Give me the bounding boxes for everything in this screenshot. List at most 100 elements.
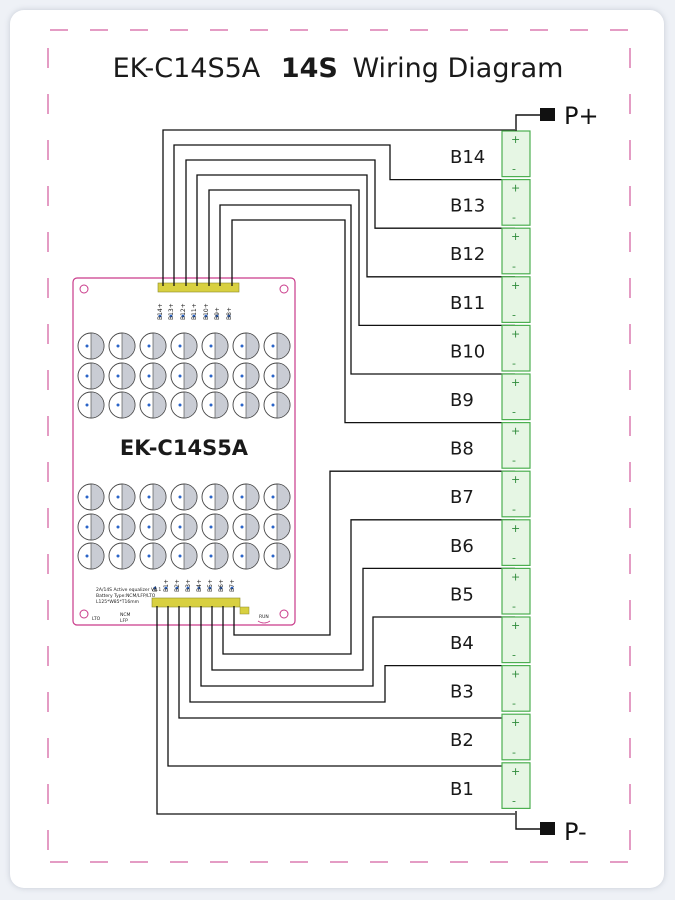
balance-wire <box>219 204 515 375</box>
battery-cell <box>501 422 531 469</box>
balance-wire <box>208 189 515 327</box>
top-pin-label: B13+ <box>168 303 175 320</box>
battery-label: B10 <box>450 341 485 362</box>
battery-minus-sign: - <box>512 406 516 419</box>
negative-terminal: P- <box>515 811 587 846</box>
top-pin-label: B14+ <box>157 303 164 320</box>
board-tag-run: RUN <box>259 614 269 620</box>
capacitor-stripe <box>90 483 105 511</box>
battery-plus-sign: + <box>511 182 520 195</box>
capacitor-marker <box>147 525 151 529</box>
battery-plus-sign: + <box>511 279 520 292</box>
battery-cell <box>501 227 531 275</box>
capacitor-marker <box>147 554 151 558</box>
battery-cell <box>501 179 531 226</box>
capacitor-marker <box>271 495 275 499</box>
battery-minus-sign: - <box>512 308 516 321</box>
capacitor-stripe <box>183 362 198 390</box>
balance-wire <box>167 606 515 767</box>
capacitor-stripe <box>276 542 291 570</box>
bottom-connector <box>151 597 241 608</box>
battery-cell <box>501 373 531 421</box>
capacitor-stripe <box>152 483 167 511</box>
battery-plus-sign: + <box>511 376 520 389</box>
bottom-pin-label: B7+ <box>229 579 236 592</box>
pin-dot <box>169 314 173 318</box>
capacitor-marker <box>209 403 213 407</box>
battery-minus-sign: - <box>512 551 516 564</box>
board-tag-ncm: NCM <box>120 612 131 618</box>
capacitor-marker <box>85 554 89 558</box>
capacitor-marker <box>147 495 151 499</box>
capacitor-marker <box>116 495 120 499</box>
board-print-line1: 2A/14S Active equalizer V1.1 <box>96 587 161 593</box>
capacitor-marker <box>116 403 120 407</box>
capacitor-marker <box>240 525 244 529</box>
capacitor-marker <box>178 344 182 348</box>
balance-wire <box>211 567 515 671</box>
capacitor-stripe <box>152 362 167 390</box>
battery-minus-sign: - <box>512 649 516 662</box>
top-connector <box>157 282 240 293</box>
capacitor-stripe <box>214 391 229 419</box>
battery-label: B3 <box>450 682 474 703</box>
capacitor-marker <box>178 525 182 529</box>
capacitor-marker <box>240 374 244 378</box>
capacitor-marker <box>209 344 213 348</box>
bottom-pin-label: B6+ <box>218 579 225 592</box>
capacitor-stripe <box>152 332 167 360</box>
battery-plus-sign: + <box>511 765 520 778</box>
positive-terminal: P+ <box>515 102 599 131</box>
balance-wire <box>233 470 515 636</box>
capacitor-stripe <box>183 513 198 541</box>
board-model-label: EK-C14S5A <box>120 436 249 460</box>
negative-lead <box>515 811 540 830</box>
capacitor-marker <box>240 554 244 558</box>
battery-label: B8 <box>450 439 474 460</box>
capacitor-marker <box>240 403 244 407</box>
capacitor-marker <box>271 344 275 348</box>
balancer-board: EK-C14S5A B14+B13+B12+B11+B10+B9+B8+ B-B… <box>72 277 296 626</box>
capacitor-stripe <box>183 391 198 419</box>
negative-terminal-label: P- <box>564 818 587 846</box>
capacitor-stripe <box>90 513 105 541</box>
capacitor-marker <box>178 374 182 378</box>
battery-label: B9 <box>450 390 474 411</box>
mount-hole <box>79 284 89 294</box>
diagram-title: EK-C14S5A 14S Wiring Diagram <box>113 53 564 84</box>
capacitor-stripe <box>245 542 260 570</box>
battery-plus-sign: + <box>511 619 520 632</box>
capacitor-stripe <box>276 483 291 511</box>
bottom-pin-labels: B-B1+B2+B3+B4+B5+B6+B7+ <box>152 579 236 592</box>
board-tag-lto: LTO <box>92 616 101 622</box>
capacitor-stripe <box>214 332 229 360</box>
capacitor-marker <box>85 374 89 378</box>
battery-minus-sign: - <box>512 454 516 467</box>
battery-plus-sign: + <box>511 327 520 340</box>
capacitor-stripe <box>183 332 198 360</box>
battery-label: B11 <box>450 293 485 314</box>
capacitor-stripe <box>276 391 291 419</box>
capacitor-marker <box>271 374 275 378</box>
capacitor-marker <box>85 403 89 407</box>
capacitor-marker <box>209 525 213 529</box>
capacitor-stripe <box>121 391 136 419</box>
mount-hole <box>79 609 89 619</box>
capacitor-marker <box>209 495 213 499</box>
balance-wire <box>200 606 515 687</box>
pin-dot <box>181 314 185 318</box>
pin-dot <box>158 314 162 318</box>
capacitor-stripe <box>121 332 136 360</box>
battery-label: B7 <box>450 487 474 508</box>
capacitor-marker <box>116 525 120 529</box>
pin-dot <box>175 586 179 590</box>
capacitor-stripe <box>121 542 136 570</box>
capacitor-stripe <box>183 542 198 570</box>
battery-plus-sign: + <box>511 570 520 583</box>
pin-dot <box>230 586 234 590</box>
pin-dot <box>197 586 201 590</box>
capacitor-stripe <box>276 362 291 390</box>
battery-plus-sign: + <box>511 133 520 146</box>
capacitor-stripe <box>214 483 229 511</box>
